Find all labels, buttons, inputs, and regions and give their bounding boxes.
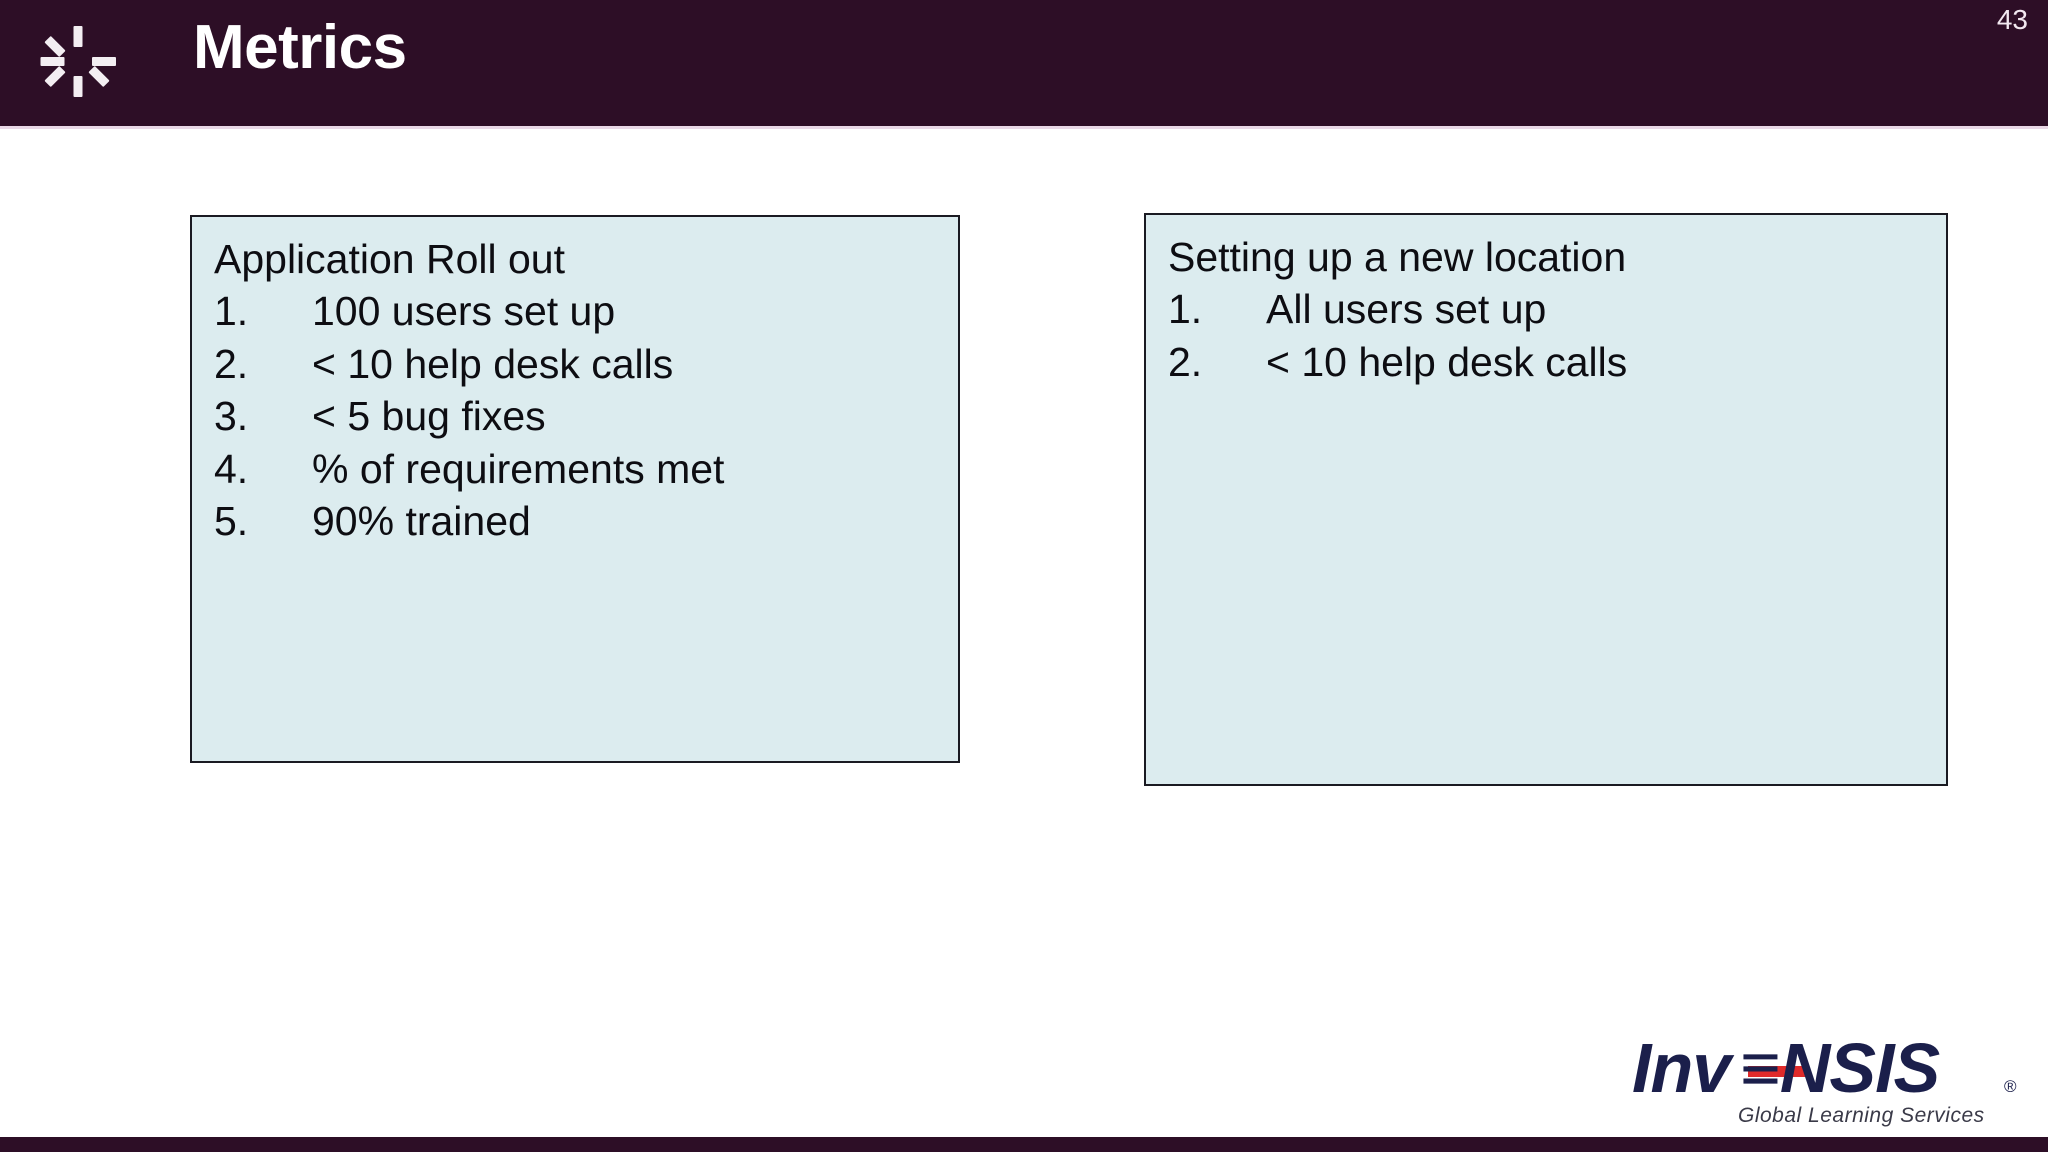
list-item-label: < 10 help desk calls [1266,338,1628,385]
list-item-label: 90% trained [312,498,531,545]
spinner-icon [38,22,116,100]
list-item-label: < 5 bug fixes [312,393,546,440]
logo-wordmark-right: ≡NSIS [1740,1030,1940,1107]
list-item: 5. 90% trained [214,495,948,547]
list-item-number: 3. [214,393,249,440]
metrics-box-new-location: Setting up a new location 1. All users s… [1144,213,1948,786]
header-accent-line [0,126,2048,129]
list-item-label: 100 users set up [312,288,616,335]
list-item-label: < 10 help desk calls [312,340,674,387]
list-item-label: % of requirements met [312,445,725,492]
page-number: 43 [1996,4,2028,35]
box-heading: Setting up a new location [1168,234,1627,280]
box-heading: Application Roll out [214,236,565,282]
list-item-number: 5. [214,498,249,545]
metrics-list: 1. 100 users set up 2. < 10 help desk ca… [214,285,948,547]
list-item-number: 2. [1168,338,1203,385]
list-item-number: 2. [214,340,249,387]
list-item-label: All users set up [1266,286,1547,333]
list-item: 2. < 10 help desk calls [214,338,948,390]
box-content: Setting up a new location 1. All users s… [1168,231,1936,388]
list-item-number: 1. [214,288,249,335]
slide-footer-bar [0,1137,2048,1152]
list-item: 2. < 10 help desk calls [1168,336,1936,388]
logo-accent-bar [1748,1066,1806,1077]
page-title: Metrics [193,13,407,82]
slide-header-bar [0,0,2048,126]
box-content: Application Roll out 1. 100 users set up… [214,233,948,548]
logo-wordmark-left: Inv [1632,1030,1735,1107]
list-item: 1. All users set up [1168,283,1936,335]
metrics-list: 1. All users set up 2. < 10 help desk ca… [1168,283,1936,388]
list-item: 1. 100 users set up [214,285,948,337]
list-item-number: 4. [214,445,249,492]
logo-registered-mark: ® [2004,1077,2017,1096]
list-item: 4. % of requirements met [214,443,948,495]
logo-tagline: Global Learning Services [1738,1104,1985,1127]
invensis-logo: Inv ≡NSIS ® Global Learning Services [1632,1030,2044,1128]
metrics-box-application-rollout: Application Roll out 1. 100 users set up… [190,215,960,763]
list-item-number: 1. [1168,286,1203,333]
list-item: 3. < 5 bug fixes [214,390,948,442]
